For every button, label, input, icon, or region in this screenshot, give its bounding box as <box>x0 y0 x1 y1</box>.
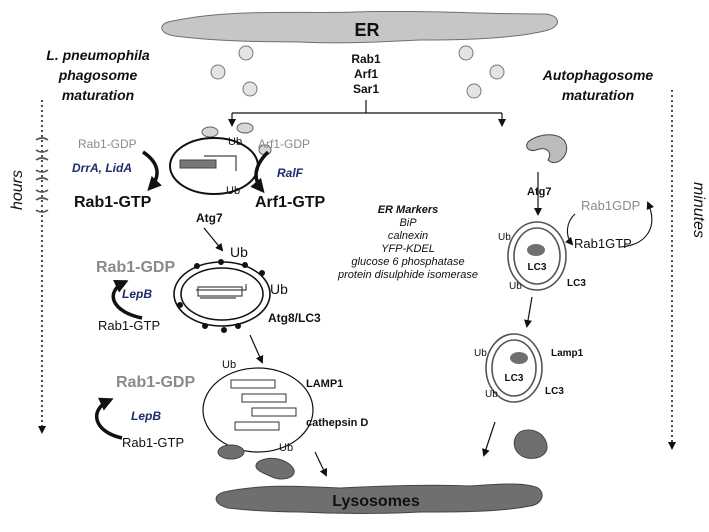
lp1-ralf-activation-arrow <box>250 150 270 194</box>
lp2-rab1-gtp: Rab1-GTP <box>98 318 160 333</box>
er-factor-sar1: Sar1 <box>353 82 379 96</box>
lp1-drra-activation-arrow <box>141 150 162 191</box>
er-factor-rab1: Rab1 <box>351 52 381 66</box>
lp1-drra-lida: DrrA, LidA <box>72 161 132 175</box>
ap2-ub-bottom: Ub <box>485 389 498 400</box>
lp2-ub-dots <box>177 259 265 333</box>
lp3-ub-top: Ub <box>222 359 236 371</box>
lp1-ralf: RalF <box>277 166 304 180</box>
right-axis-label: minutes <box>690 182 707 238</box>
er-marker-pdi: protein disulphide isomerase <box>337 269 478 281</box>
lp1-rab1-gdp: Rab1-GDP <box>78 137 137 151</box>
lp-arrow-2-3 <box>249 334 264 364</box>
lp1-arf1-gdp: Arf1-GDP <box>258 137 310 151</box>
er-branch-arrows <box>228 100 506 127</box>
lysosomes-label: Lysosomes <box>332 493 420 510</box>
left-title-line1: L. pneumophila <box>46 47 150 63</box>
lp3-lepb: LepB <box>131 409 161 423</box>
lp3-cathepsin: cathepsin D <box>306 417 368 429</box>
lp1-arf1-gtp: Arf1-GTP <box>255 194 326 211</box>
lp1-atg7: Atg7 <box>196 211 223 225</box>
ap1-ub-bottom: Ub <box>509 281 522 292</box>
ap-lysosome-fragment <box>513 429 548 459</box>
er-markers-title: ER Markers <box>378 204 439 216</box>
ap-arrow-2 <box>524 296 533 328</box>
hours-tilde-marks <box>35 137 49 213</box>
ap1-rab1gtp: Rab1GTP <box>574 236 632 251</box>
lp3-rab1-gdp: Rab1-GDP <box>116 374 195 391</box>
right-title-line1: Autophagosome <box>542 67 654 83</box>
er-label: ER <box>354 20 379 40</box>
right-title-line2: maturation <box>562 87 634 103</box>
ap1-lc3-inner: LC3 <box>528 262 547 273</box>
lp-stage1-vacuole <box>169 122 272 195</box>
ap1-lc3-outer: LC3 <box>567 278 586 289</box>
lp1-ub-top: Ub <box>228 136 242 148</box>
lp2-ub-right: Ub <box>270 281 288 297</box>
lp3-lepb-arrow <box>94 397 123 440</box>
lysosomes-membrane <box>215 483 543 514</box>
lp2-ub-top: Ub <box>230 244 248 260</box>
lp3-lamp1: LAMP1 <box>306 378 343 390</box>
lp2-lepb: LepB <box>122 287 152 301</box>
lp3-lysosome-fragments <box>217 444 295 480</box>
ap-arrow-to-lysosomes <box>482 421 496 457</box>
ap1-rab1-cycle-arrow <box>619 201 655 248</box>
lp3-ub-bottom: Ub <box>279 442 293 454</box>
er-marker-yfp-kdel: YFP-KDEL <box>381 243 435 255</box>
lp2-rab1-gdp: Rab1-GDP <box>96 259 175 276</box>
ap1-rab1gdp: Rab1GDP <box>581 198 640 213</box>
er-marker-g6p: glucose 6 phosphatase <box>351 256 464 268</box>
lp1-rab1-gtp: Rab1-GTP <box>74 194 152 211</box>
er-marker-calnexin: calnexin <box>388 230 428 242</box>
er-vesicles <box>210 45 505 99</box>
left-axis-label: hours <box>9 170 26 210</box>
ap1-ub-left: Ub <box>498 232 511 243</box>
ap2-autolysosome <box>485 333 543 403</box>
lp1-ub-bottom: Ub <box>226 185 240 197</box>
er-marker-bip: BiP <box>399 217 417 229</box>
lp-arrow-1-2 <box>203 227 224 252</box>
lp2-vacuole <box>173 261 271 327</box>
er-factor-arf1: Arf1 <box>354 67 378 81</box>
ap2-lamp1: Lamp1 <box>551 348 584 359</box>
lp3-rab1-gtp: Rab1-GTP <box>122 435 184 450</box>
left-title-line3: maturation <box>62 87 134 103</box>
ap2-lc3-outer: LC3 <box>545 386 564 397</box>
ap1-atg7: Atg7 <box>527 186 551 198</box>
ap-isolation-membrane <box>526 134 568 164</box>
ap2-lc3-inner: LC3 <box>505 373 524 384</box>
lp-arrow-to-lysosomes <box>314 451 328 477</box>
er-membrane <box>161 10 558 44</box>
ap1-autophagosome <box>507 221 567 291</box>
ap2-ub-left: Ub <box>474 348 487 359</box>
lp2-atg8-lc3: Atg8/LC3 <box>268 311 321 325</box>
ap1-rab1-activation-arrow <box>565 213 576 246</box>
left-title-line2: phagosome <box>58 67 138 83</box>
lp3-vacuole <box>202 367 314 453</box>
lp2-lepb-arrow <box>111 279 143 320</box>
